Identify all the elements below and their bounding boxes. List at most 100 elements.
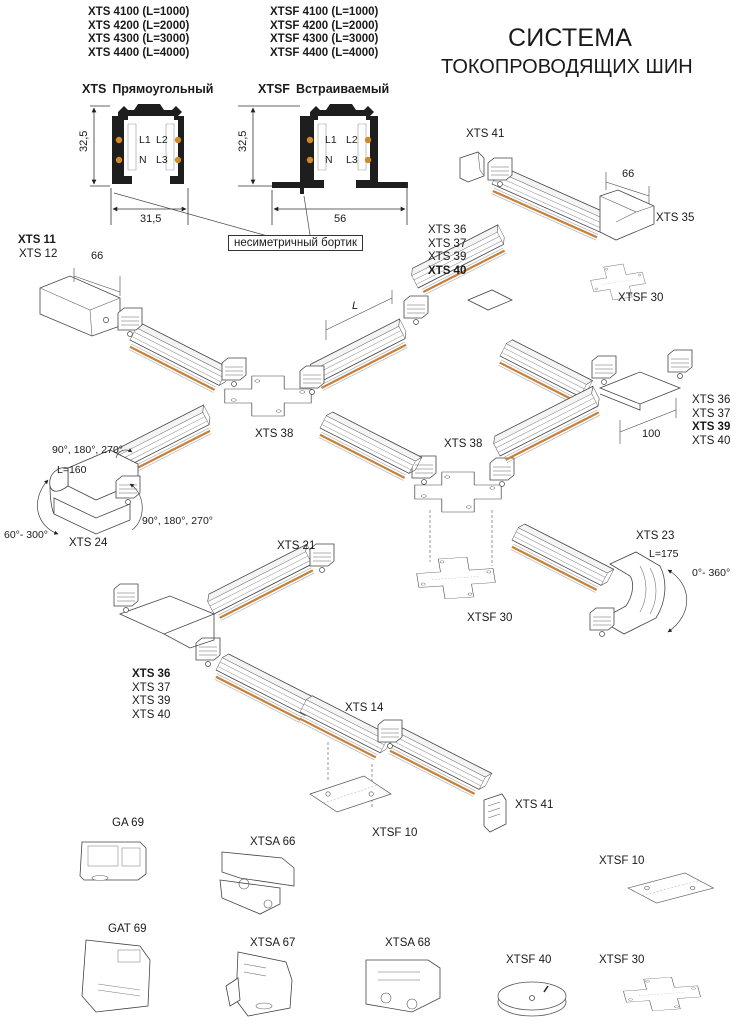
dim-66-top: 66 xyxy=(622,168,635,180)
xts-model-1: XTS 4100 (L=1000) xyxy=(88,6,190,18)
label-gat69: GAT 69 xyxy=(108,923,147,935)
corner-xts35 xyxy=(599,172,655,241)
label-ga69: GA 69 xyxy=(112,817,144,829)
label-xts24: XTS 24 xyxy=(69,537,108,549)
label-angle-top: 90°, 180°, 270° xyxy=(52,444,123,456)
label-xtsa66: XTSA 66 xyxy=(250,836,296,848)
label-xts12: XTS 12 xyxy=(19,248,58,260)
label-xtsa67: XTSA 67 xyxy=(250,937,296,949)
adapter-ga69 xyxy=(79,841,147,881)
profile-xtsf-height: 32,5 xyxy=(237,130,249,152)
track-segment-xts21 xyxy=(203,543,322,624)
label-xtsf40: XTSF 40 xyxy=(506,954,552,966)
label-xts23: XTS 23 xyxy=(636,530,675,542)
xts-model-2: XTS 4200 (L=2000) xyxy=(88,19,190,32)
profile-xtsf-heading: XTSF Встраиваемый xyxy=(258,82,389,96)
phase-n-xts: N xyxy=(139,154,147,166)
phase-l3-xtsf: L3 xyxy=(346,154,358,166)
end-cap-xts41-top xyxy=(459,151,485,183)
profile-xtsf-code: XTSF xyxy=(258,82,290,96)
track-segment-upper-left xyxy=(124,321,233,397)
label-group-right-3: XTS 39 xyxy=(692,421,731,433)
label-group-top-1: XTS 36 xyxy=(428,224,467,236)
label-angle-bottom: 90°, 180°, 270° xyxy=(142,515,213,527)
profile-xts-code: XTS xyxy=(82,82,107,96)
label-xts41-bottom: XTS 41 xyxy=(515,799,554,811)
end-cap-xts41-bottom xyxy=(483,793,507,833)
t-junction-top xyxy=(467,289,513,311)
track-segment-mid-right xyxy=(489,385,608,466)
label-group-left-4: XTS 40 xyxy=(132,708,171,721)
flexible-joint-xts23 xyxy=(589,551,688,637)
t-junction-lower-left xyxy=(113,583,221,667)
adapter-xtsa68 xyxy=(365,959,441,1013)
profile-xts-heading: XTS Прямоугольный xyxy=(82,82,213,96)
xtsf10-plate-accessory xyxy=(627,872,714,904)
label-xts41-top: XTS 41 xyxy=(466,128,505,140)
label-xts38-center: XTS 38 xyxy=(444,438,483,450)
adapter-xtsa66 xyxy=(219,851,295,915)
xtsf30-plate-accessory xyxy=(620,975,704,1013)
phase-l2-xtsf: L2 xyxy=(346,134,358,146)
label-xtsf10-accessory: XTSF 10 xyxy=(599,855,645,867)
cross-xts38-left xyxy=(224,375,312,417)
phase-l1-xts: L1 xyxy=(139,134,151,146)
label-group-left-1: XTS 36 xyxy=(132,668,171,680)
label-group-top-3: XTS 39 xyxy=(428,251,467,263)
adapter-gat69 xyxy=(81,939,151,1013)
connector-cross-left-a xyxy=(221,357,247,387)
dim-66-left: 66 xyxy=(91,250,104,262)
label-group-top: XTS 36 XTS 37 XTS 39 XTS 40 xyxy=(428,224,466,278)
flexible-joint-xts24 xyxy=(37,448,143,535)
phase-n-xtsf: N xyxy=(325,154,333,166)
label-group-left-3: XTS 39 xyxy=(132,695,171,707)
label-angle-60-300: 60°- 300° xyxy=(4,529,49,541)
asymmetric-flange-callout: несиметричный бортик xyxy=(228,235,364,251)
xtsf30-plate-mid xyxy=(414,555,498,601)
label-xts38-left: XTS 38 xyxy=(255,428,294,440)
dim-L: L xyxy=(352,300,359,312)
end-feed-xts11 xyxy=(39,268,121,337)
dashed-guides-mid xyxy=(429,510,493,566)
label-group-left-2: XTS 37 xyxy=(132,681,171,694)
page-subtitle: ТОКОПРОВОДЯЩИХ ШИН xyxy=(441,56,693,78)
label-group-right: XTS 36 XTS 37 XTS 39 XTS 40 xyxy=(692,394,730,448)
profile-xts-height: 32,5 xyxy=(78,130,90,152)
xts-model-4: XTS 4400 (L=4000) xyxy=(88,46,190,59)
callout-leaders xyxy=(113,192,311,238)
phase-l1-xtsf: L1 xyxy=(325,134,337,146)
xtsf10-plate-mid xyxy=(309,775,392,813)
label-group-left: XTS 36 XTS 37 XTS 39 XTS 40 xyxy=(132,668,170,722)
label-group-right-1: XTS 36 xyxy=(692,394,731,406)
label-xtsf10-mid: XTSF 10 xyxy=(372,827,418,839)
phase-l3-xts: L3 xyxy=(156,154,168,166)
profile-xtsf-width: 56 xyxy=(334,213,347,225)
xtsf-model-4: XTSF 4400 (L=4000) xyxy=(270,46,379,59)
track-segment-lower-1 xyxy=(210,651,319,727)
label-xtsf30-mid: XTSF 30 xyxy=(467,612,513,624)
xts-model-3: XTS 4300 (L=3000) xyxy=(88,33,190,45)
label-group-top-2: XTS 37 xyxy=(428,237,467,250)
xtsf-model-1: XTSF 4100 (L=1000) xyxy=(270,6,379,18)
label-xtsa68: XTSA 68 xyxy=(385,937,431,949)
profile-xts-section xyxy=(90,104,189,225)
profile-xts-name: Прямоугольный xyxy=(112,82,214,96)
label-group-top-4: XTS 40 xyxy=(428,264,467,277)
xts-model-list: XTS 4100 (L=1000) XTS 4200 (L=2000) XTS … xyxy=(88,6,189,60)
profile-xtsf-name: Встраиваемый xyxy=(295,82,390,96)
profile-xtsf-section xyxy=(238,104,408,225)
label-angle-0-360: 0°- 360° xyxy=(692,567,731,579)
label-xts11: XTS 11 xyxy=(18,234,56,246)
label-group-right-4: XTS 40 xyxy=(692,434,731,447)
dimension-L xyxy=(325,290,393,340)
xtsf-model-list: XTSF 4100 (L=1000) XTSF 4200 (L=2000) XT… xyxy=(270,6,378,60)
xtsf-model-2: XTSF 4200 (L=2000) xyxy=(270,19,379,32)
label-xtsf30-top: XTSF 30 xyxy=(618,292,664,304)
dim-100: 100 xyxy=(642,428,661,440)
label-xts21: XTS 21 xyxy=(277,540,316,552)
ceiling-canopy-xtsf40 xyxy=(497,981,567,1017)
label-l160: L=160 xyxy=(57,464,87,476)
label-l175: L=175 xyxy=(649,548,679,560)
